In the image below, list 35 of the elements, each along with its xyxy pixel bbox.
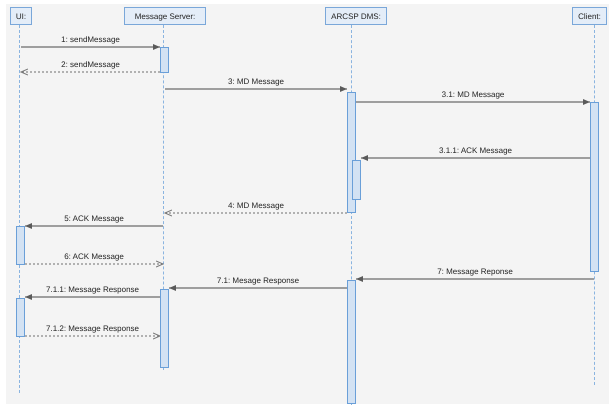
message-label: 3: MD Message: [226, 77, 286, 87]
message-label: 7: Message Reponse: [436, 267, 514, 277]
activation-bar: [16, 298, 25, 337]
message-label: 6: ACK Message: [63, 252, 125, 262]
participant-box: ARCSP DMS:: [325, 7, 387, 25]
message-label: 3.1: MD Message: [440, 90, 506, 100]
message-label: 7.1.2: Message Response: [45, 324, 140, 334]
activation-bar: [347, 280, 356, 404]
message-arrow: [361, 155, 590, 161]
activation-bar: [16, 226, 25, 265]
participant-box: UI:: [10, 7, 32, 25]
message-arrow: [165, 86, 347, 92]
message-label: 7.1.1: Message Response: [45, 285, 140, 295]
activation-bar: [590, 102, 599, 272]
activation-bar: [160, 289, 169, 368]
message-arrow: [356, 276, 594, 282]
activation-bar: [352, 160, 361, 200]
message-label: 5: ACK Message: [63, 214, 125, 224]
message-label: 7.1: Mesage Response: [216, 276, 300, 286]
return-message-arrow: [25, 332, 160, 340]
message-arrow: [169, 285, 347, 291]
message-arrow: [25, 223, 163, 229]
participant-box: Message Server:: [124, 7, 206, 25]
participant-box: Client:: [572, 7, 607, 25]
message-arrow: [25, 294, 160, 300]
return-message-arrow: [25, 260, 164, 268]
activation-bar: [160, 47, 169, 73]
message-arrow: [356, 99, 590, 105]
message-arrow: [21, 44, 160, 50]
message-label: 4: MD Message: [226, 201, 286, 211]
message-label: 3.1.1: ACK Message: [438, 146, 513, 156]
message-label: 2: sendMessage: [60, 60, 121, 70]
message-label: 1: sendMessage: [60, 35, 121, 45]
return-message-arrow: [20, 68, 160, 76]
return-message-arrow: [164, 210, 347, 216]
